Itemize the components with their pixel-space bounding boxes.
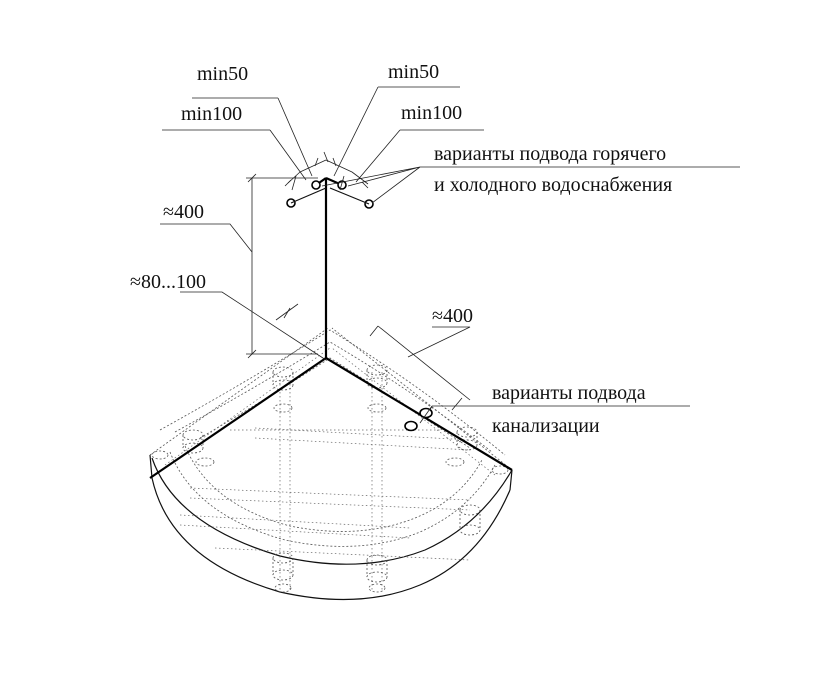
label-min50-left: min50 bbox=[197, 63, 248, 85]
label-width-400: ≈400 bbox=[432, 305, 473, 327]
label-offset-80-100: ≈80...100 bbox=[130, 271, 206, 293]
drain-points bbox=[404, 405, 690, 432]
water-supply-points bbox=[162, 86, 740, 209]
label-min50-right: min50 bbox=[388, 61, 439, 83]
label-water-supply-line1: варианты подвода горячего bbox=[434, 143, 666, 165]
dimension-width bbox=[369, 325, 471, 411]
shower-tray bbox=[149, 327, 513, 601]
dimension-height bbox=[160, 173, 318, 359]
label-min100-right: min100 bbox=[401, 102, 462, 124]
label-drain-line1: варианты подвода bbox=[492, 382, 646, 404]
dimension-offset bbox=[180, 291, 327, 361]
wall-corner bbox=[149, 178, 513, 479]
label-height-400: ≈400 bbox=[163, 201, 204, 223]
label-water-supply-line2: и холодного водоснабжения bbox=[434, 174, 672, 196]
label-drain-line2: канализации bbox=[492, 415, 600, 437]
label-min100-left: min100 bbox=[181, 103, 242, 125]
